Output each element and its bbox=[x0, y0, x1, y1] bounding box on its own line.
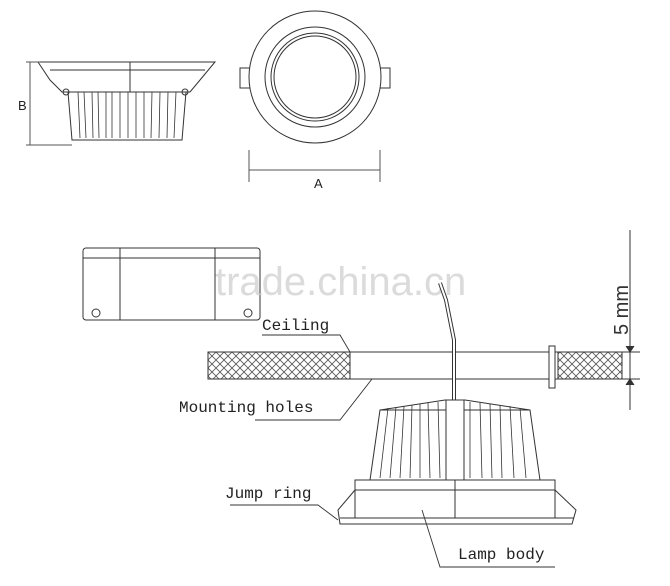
dimension-b-label: B bbox=[18, 98, 27, 113]
callout-lamp-body: Lamp body bbox=[458, 546, 545, 564]
side-view bbox=[26, 61, 217, 146]
watermark: trade.china.cn bbox=[215, 260, 466, 304]
dimension-a-label: A bbox=[314, 176, 323, 191]
callout-leaders bbox=[230, 334, 555, 568]
thickness-label: 5 mm bbox=[611, 285, 633, 335]
thickness-dimension bbox=[622, 230, 640, 410]
driver-box bbox=[82, 247, 261, 321]
callout-ceiling: Ceiling bbox=[262, 317, 329, 335]
ceiling bbox=[207, 345, 623, 389]
callout-mounting-holes: Mounting holes bbox=[179, 399, 313, 417]
top-view bbox=[239, 10, 391, 182]
callout-jump-ring: Jump ring bbox=[225, 485, 311, 503]
lamp-body bbox=[337, 399, 577, 525]
